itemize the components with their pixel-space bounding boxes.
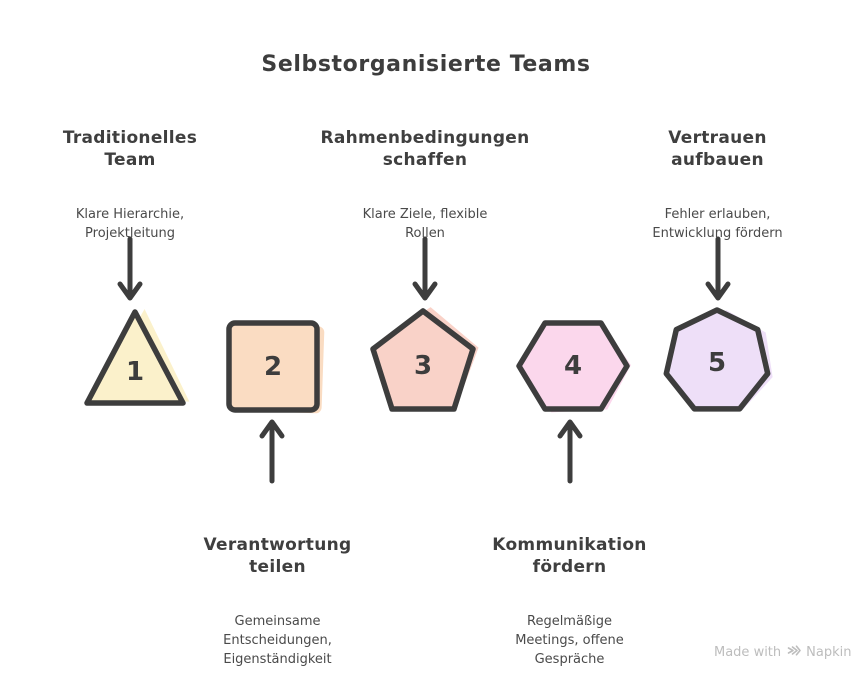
step3-number: 3: [413, 351, 433, 381]
step1-label: Traditionelles Team Klare Hierarchie, Pr…: [20, 108, 240, 262]
step3-heading: Rahmenbedingungen schaffen: [320, 128, 530, 170]
down-arrow-step3: [412, 236, 438, 302]
step1-number: 1: [125, 357, 145, 387]
step4-subtitle: Regelmäßige Meetings, offene Gespräche: [515, 614, 624, 667]
step3-label: Rahmenbedingungen schaffen Klare Ziele, …: [295, 108, 555, 262]
napkin-logo-icon: [786, 644, 801, 661]
shape-pentagon: 3: [368, 305, 479, 415]
step4-heading: Kommunikation fördern: [492, 535, 647, 577]
step3-subtitle: Klare Ziele, flexible Rollen: [362, 207, 488, 241]
step5-heading: Vertrauen aufbauen: [668, 128, 767, 170]
step5-number: 5: [707, 348, 727, 378]
credit-prefix: Made with: [714, 645, 782, 660]
shape-square: 2: [224, 318, 325, 415]
step4-label: Kommunikation fördern Regelmäßige Meetin…: [457, 515, 682, 684]
up-arrow-step4: [557, 419, 583, 484]
step2-number: 2: [263, 351, 283, 382]
napkin-credit: Made with Napkin: [714, 644, 851, 661]
up-arrow-step2: [259, 419, 285, 484]
step5-subtitle: Fehler erlauben, Entwicklung fördern: [652, 207, 783, 241]
triangle-outline: [84, 309, 186, 406]
hexagon-outline: [516, 320, 630, 412]
step4-number: 4: [563, 351, 583, 381]
shape-heptagon: 5: [662, 305, 773, 415]
shape-hexagon: 4: [513, 318, 633, 414]
step2-label: Verantwortung teilen Gemeinsame Entschei…: [165, 515, 390, 684]
credit-brand: Napkin: [806, 645, 852, 660]
step1-heading: Traditionelles Team: [62, 128, 198, 170]
step2-subtitle: Gemeinsame Entscheidungen, Eigenständigk…: [223, 614, 332, 667]
heptagon-outline: [663, 307, 771, 412]
square-outline: [226, 320, 320, 413]
step1-subtitle: Klare Hierarchie, Projektleitung: [75, 207, 185, 241]
pentagon-outline: [370, 308, 476, 412]
step2-heading: Verantwortung teilen: [203, 535, 352, 577]
diagram-title: Selbstorganisierte Teams: [261, 52, 591, 77]
shape-triangle: 1: [83, 306, 190, 408]
down-arrow-step5: [705, 236, 731, 302]
down-arrow-step1: [117, 236, 143, 302]
step5-label: Vertrauen aufbauen Fehler erlauben, Entw…: [605, 108, 830, 262]
